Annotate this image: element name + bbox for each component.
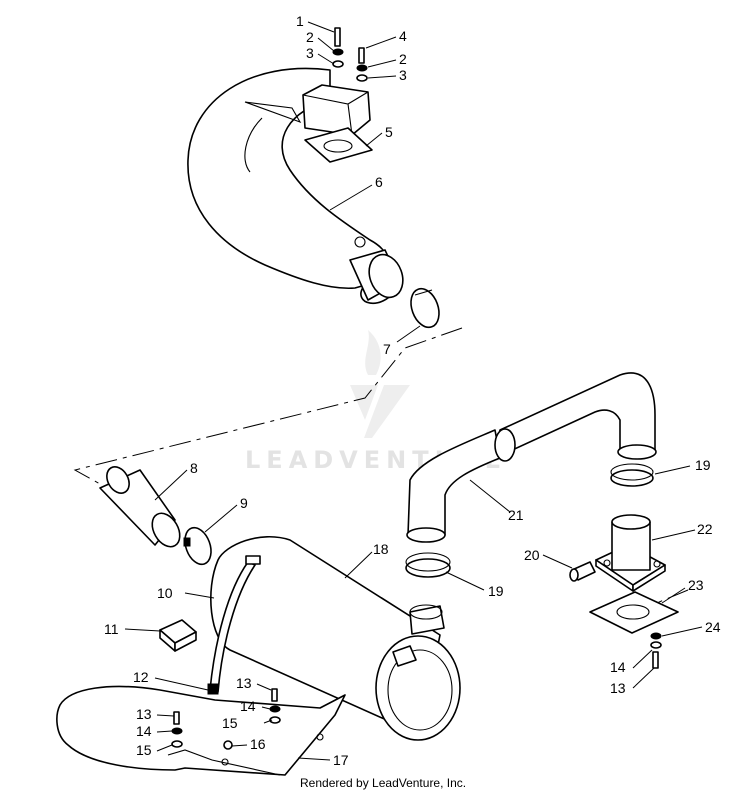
callout-20: 20 — [524, 547, 540, 563]
callout-24: 24 — [705, 619, 721, 635]
y-pipe — [187, 67, 404, 305]
callout-8: 8 — [190, 460, 198, 476]
callout-12: 12 — [133, 669, 149, 685]
callout-13-center: 13 — [236, 675, 252, 691]
bracket-fasteners — [171, 688, 281, 750]
fitting — [569, 561, 596, 582]
inlet-pipe — [99, 466, 181, 548]
callout-2-upper-right: 2 — [399, 51, 407, 67]
callout-6: 6 — [375, 174, 383, 190]
exhaust-flange-block — [302, 84, 373, 163]
callout-18: 18 — [373, 541, 389, 557]
callout-23: 23 — [688, 577, 704, 593]
tail-pipe — [406, 372, 657, 543]
centerline-upper — [73, 327, 463, 513]
rubber-pad — [159, 619, 197, 652]
muffler — [210, 536, 461, 741]
callout-3-upper-left: 3 — [306, 45, 314, 61]
render-credit: Rendered by LeadVenture, Inc. — [300, 776, 467, 790]
callout-14-right: 14 — [610, 659, 626, 675]
callout-14-left: 14 — [136, 723, 152, 739]
clamp-upper — [410, 287, 440, 329]
leader-lines — [124, 21, 703, 761]
callout-4: 4 — [399, 28, 407, 44]
clamp-tail-upper — [610, 463, 654, 487]
callout-14-center: 14 — [240, 698, 256, 714]
callout-15-center: 15 — [222, 715, 238, 731]
callout-numbers: 1 2 3 4 2 3 5 6 7 8 9 10 11 12 13 14 15 … — [104, 13, 721, 768]
outlet-gasket — [589, 591, 679, 634]
callout-2-upper-left: 2 — [306, 29, 314, 45]
outlet-housing — [595, 514, 666, 592]
outlet-fasteners — [650, 632, 662, 669]
callout-13-right: 13 — [610, 680, 626, 696]
callout-16: 16 — [250, 736, 266, 752]
callout-22: 22 — [697, 521, 713, 537]
callout-3-upper-right: 3 — [399, 67, 407, 83]
callout-15-left: 15 — [136, 742, 152, 758]
mounting-bracket — [56, 685, 346, 776]
callout-9: 9 — [240, 495, 248, 511]
callout-11: 11 — [104, 621, 119, 637]
callout-5: 5 — [385, 124, 393, 140]
callout-1: 1 — [296, 13, 304, 29]
callout-19-lower: 19 — [488, 583, 504, 599]
watermark-logo — [350, 330, 410, 438]
top-fasteners — [332, 27, 368, 82]
muffler-strap — [207, 555, 261, 695]
callout-19-upper: 19 — [695, 457, 711, 473]
callout-17: 17 — [333, 752, 349, 768]
callout-10: 10 — [157, 585, 173, 601]
clamp-inlet — [183, 526, 212, 566]
clamp-tail-lower — [405, 552, 451, 578]
callout-7: 7 — [383, 341, 391, 357]
callout-13-left: 13 — [136, 706, 152, 722]
callout-21: 21 — [508, 507, 524, 523]
